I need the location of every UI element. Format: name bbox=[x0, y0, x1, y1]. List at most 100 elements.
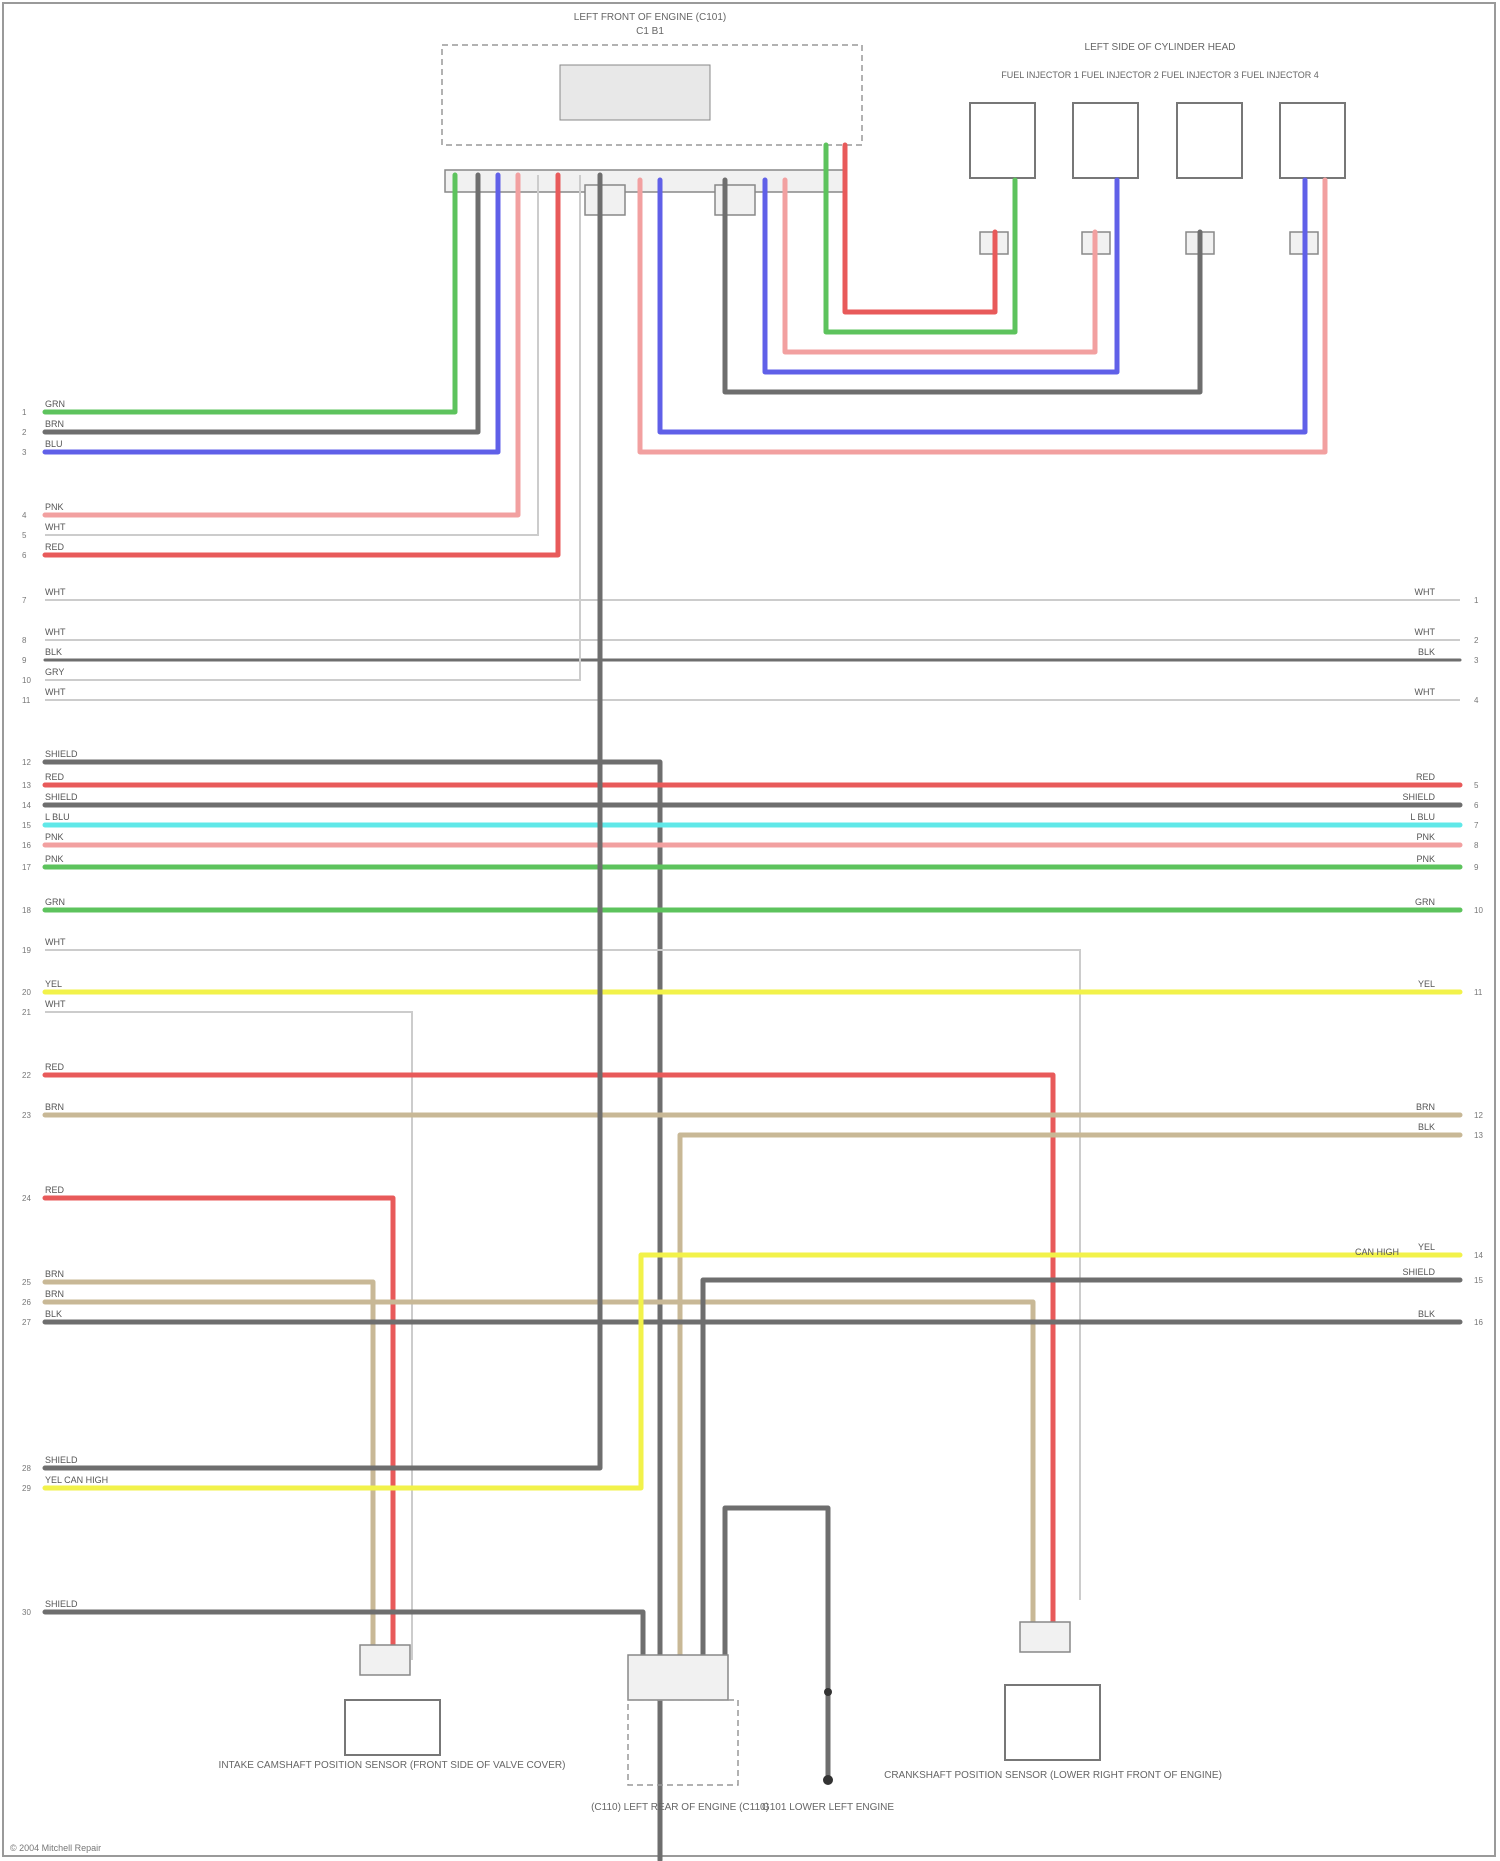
left-pin-number: 29 bbox=[22, 1484, 31, 1493]
right-wire-color-label: YEL bbox=[1418, 979, 1435, 989]
wire-right-12-tan bbox=[680, 1135, 1460, 1660]
left-pin-number: 14 bbox=[22, 801, 31, 810]
left-wire-color-label: WHT bbox=[45, 522, 66, 532]
right-pin-number: 12 bbox=[1474, 1111, 1483, 1120]
right-wire-color-label: L BLU bbox=[1410, 812, 1435, 822]
wire-4-pnk bbox=[45, 175, 518, 515]
left-wire-color-label: GRN bbox=[45, 897, 65, 907]
right-wire-color-label: PNK bbox=[1416, 832, 1435, 842]
right-pin-number: 2 bbox=[1474, 636, 1479, 645]
copyright-footer: © 2004 Mitchell Repair bbox=[10, 1843, 101, 1853]
left-wire-labels: 1GRN2BRN3BLU4PNK5WHT6RED7WHT8WHT9BLK10GR… bbox=[22, 399, 108, 1617]
top-connector-subtitle: C1 B1 bbox=[636, 26, 664, 37]
left-sensor-connector bbox=[360, 1645, 410, 1675]
wire-21-wht bbox=[45, 1012, 412, 1660]
right-pin-number: 9 bbox=[1474, 863, 1479, 872]
left-pin-number: 27 bbox=[22, 1318, 31, 1327]
center-connector-outline bbox=[628, 1700, 738, 1785]
wire-right-14-yel bbox=[45, 1255, 1460, 1488]
left-pin-number: 24 bbox=[22, 1194, 31, 1203]
left-wire-color-label: SHIELD bbox=[45, 1455, 78, 1465]
left-wire-color-label: SHIELD bbox=[45, 792, 78, 802]
left-wire-color-label: RED bbox=[45, 772, 65, 782]
left-wire-color-label: BRN bbox=[45, 1102, 64, 1112]
left-pin-number: 22 bbox=[22, 1071, 31, 1080]
top-connector-body bbox=[560, 65, 710, 120]
right-wire-color-label: BRN bbox=[1416, 1102, 1435, 1112]
left-pin-number: 25 bbox=[22, 1278, 31, 1287]
left-pin-number: 18 bbox=[22, 906, 31, 915]
left-pin-number: 2 bbox=[22, 428, 27, 437]
left-pin-number: 23 bbox=[22, 1111, 31, 1120]
left-sensor-label: INTAKE CAMSHAFT POSITION SENSOR (FRONT S… bbox=[219, 1760, 566, 1771]
injector-group-subtitle: FUEL INJECTOR 1 FUEL INJECTOR 2 FUEL INJ… bbox=[1001, 70, 1319, 80]
wire-26-tan bbox=[45, 1302, 1033, 1640]
left-wire-color-label: WHT bbox=[45, 687, 66, 697]
right-pin-number: 6 bbox=[1474, 801, 1479, 810]
top-connector-title: LEFT FRONT OF ENGINE (C101) bbox=[574, 12, 726, 23]
wire-injector2-pnk bbox=[785, 180, 1095, 352]
left-wire-color-label: PNK bbox=[45, 502, 64, 512]
wire-injector3-gry bbox=[725, 180, 1200, 392]
center-ground-label: G101 LOWER LEFT ENGINE bbox=[762, 1802, 894, 1813]
right-pin-number: 4 bbox=[1474, 696, 1479, 705]
left-pin-number: 4 bbox=[22, 511, 27, 520]
left-wire-color-label: BLK bbox=[45, 1309, 62, 1319]
can-high-label: CAN HIGH bbox=[1355, 1247, 1399, 1257]
wire-5-wht bbox=[45, 175, 538, 535]
left-wire-color-label: YEL CAN HIGH bbox=[45, 1475, 108, 1485]
left-pin-number: 11 bbox=[22, 696, 31, 705]
left-pin-number: 17 bbox=[22, 863, 31, 872]
center-connector-label: (C110) LEFT REAR OF ENGINE (C110) bbox=[591, 1802, 769, 1813]
right-sensor-body bbox=[1005, 1685, 1100, 1760]
wire-22-red bbox=[45, 1075, 1053, 1640]
left-pin-number: 26 bbox=[22, 1298, 31, 1307]
left-wire-color-label: SHIELD bbox=[45, 749, 78, 759]
wire-25-tan bbox=[45, 1282, 373, 1660]
left-wire-color-label: PNK bbox=[45, 832, 64, 842]
right-pin-number: 16 bbox=[1474, 1318, 1483, 1327]
fuel-injector-4 bbox=[1280, 103, 1345, 178]
left-pin-number: 8 bbox=[22, 636, 27, 645]
left-wire-color-label: BRN bbox=[45, 1269, 64, 1279]
left-wire-color-label: GRY bbox=[45, 667, 64, 677]
left-wire-color-label: L BLU bbox=[45, 812, 70, 822]
right-pin-number: 1 bbox=[1474, 596, 1479, 605]
left-wire-color-label: WHT bbox=[45, 627, 66, 637]
fuel-injector-3 bbox=[1177, 103, 1242, 178]
left-pin-number: 3 bbox=[22, 448, 27, 457]
right-wire-color-label: YEL bbox=[1418, 1242, 1435, 1252]
fuel-injector-1 bbox=[970, 103, 1035, 178]
left-wire-color-label: GRN bbox=[45, 399, 65, 409]
right-wire-color-label: GRN bbox=[1415, 897, 1435, 907]
left-pin-number: 30 bbox=[22, 1608, 31, 1617]
right-wire-color-label: BLK bbox=[1418, 1122, 1435, 1132]
wire-30-shield bbox=[45, 1612, 643, 1660]
left-pin-number: 21 bbox=[22, 1008, 31, 1017]
right-pin-number: 13 bbox=[1474, 1131, 1483, 1140]
right-wire-color-label: RED bbox=[1416, 772, 1436, 782]
wire-1-grn bbox=[45, 175, 455, 412]
ground-point bbox=[823, 1775, 833, 1785]
left-pin-number: 6 bbox=[22, 551, 27, 560]
wire-12-shield bbox=[45, 762, 660, 1860]
right-pin-number: 8 bbox=[1474, 841, 1479, 850]
left-pin-number: 19 bbox=[22, 946, 31, 955]
right-wire-color-label: SHIELD bbox=[1402, 1267, 1435, 1277]
left-wire-color-label: BRN bbox=[45, 419, 64, 429]
right-wire-color-label: SHIELD bbox=[1402, 792, 1435, 802]
right-pin-number: 14 bbox=[1474, 1251, 1483, 1260]
left-pin-number: 20 bbox=[22, 988, 31, 997]
ground-splice-dot bbox=[824, 1688, 832, 1696]
left-wire-color-label: RED bbox=[45, 1185, 65, 1195]
left-pin-number: 15 bbox=[22, 821, 31, 830]
wire-injector4-pnk bbox=[640, 180, 1325, 452]
right-pin-number: 3 bbox=[1474, 656, 1479, 665]
left-pin-number: 16 bbox=[22, 841, 31, 850]
wire-injector2-blu bbox=[765, 180, 1117, 372]
left-pin-number: 5 bbox=[22, 531, 27, 540]
left-sensor-body bbox=[345, 1700, 440, 1755]
left-wire-color-label: WHT bbox=[45, 999, 66, 1009]
